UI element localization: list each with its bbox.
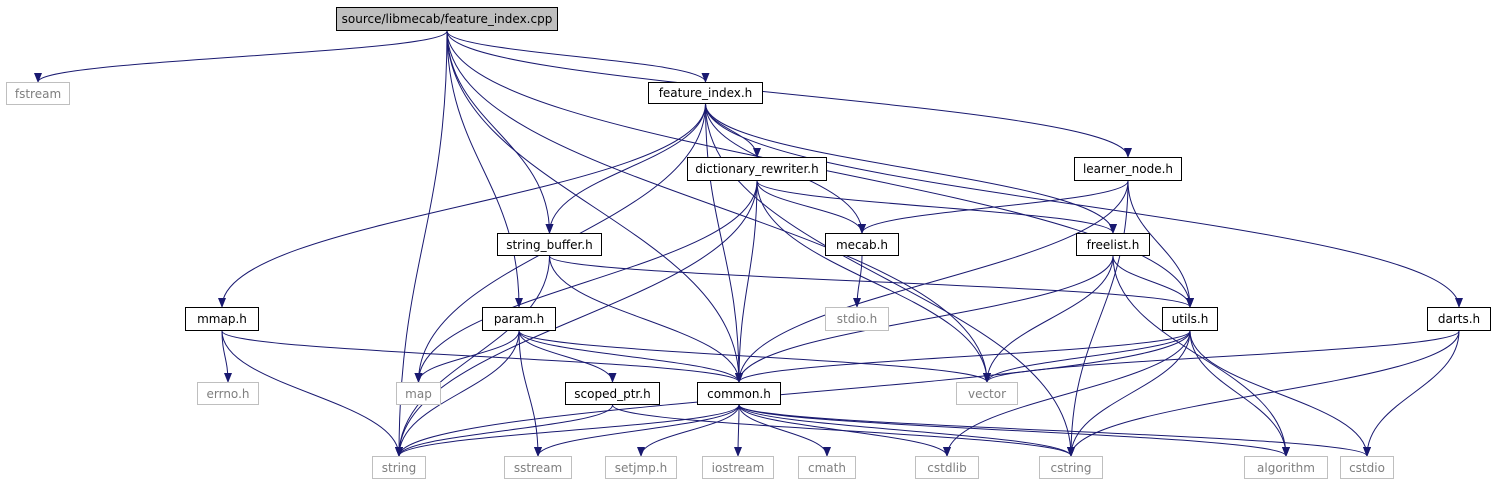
edge-root-to-common bbox=[446, 30, 743, 383]
edge-darts-to-cstdio bbox=[1363, 330, 1460, 457]
node-map: map bbox=[396, 382, 441, 405]
edge-root-to-string_buffer bbox=[446, 30, 554, 234]
edge-utils-to-common bbox=[735, 330, 1191, 383]
node-stdio-h: stdio.h bbox=[825, 307, 889, 331]
node-algorithm: algorithm bbox=[1244, 456, 1328, 479]
edge-param-to-string bbox=[395, 330, 520, 457]
edge-learner_node-to-cstring bbox=[1067, 180, 1129, 457]
edge-learner_node-to-mecab bbox=[858, 180, 1129, 234]
node-cstdio: cstdio bbox=[1340, 456, 1394, 479]
node-learner-node-h[interactable]: learner_node.h bbox=[1074, 157, 1182, 181]
edge-feature_index-to-string_buffer bbox=[545, 103, 706, 234]
node-darts-h[interactable]: darts.h bbox=[1427, 307, 1491, 331]
node-utils-h[interactable]: utils.h bbox=[1162, 307, 1218, 331]
edge-root-to-fstream bbox=[34, 30, 448, 83]
edge-common-to-cmath bbox=[738, 404, 831, 457]
edge-mecab-to-stdio_h bbox=[853, 255, 863, 308]
node-cstring: cstring bbox=[1039, 456, 1103, 479]
node-string-buffer-h[interactable]: string_buffer.h bbox=[497, 233, 602, 256]
edge-root-to-learner_node bbox=[446, 30, 1132, 158]
edge-utils-to-cstring bbox=[1067, 330, 1191, 457]
edge-root-to-param bbox=[446, 30, 523, 308]
edge-feature_index-to-freelist bbox=[705, 103, 1117, 234]
node-common-h[interactable]: common.h bbox=[697, 382, 781, 405]
edge-utils-to-string bbox=[395, 330, 1191, 457]
edge-utils-to-cstdio bbox=[1189, 330, 1371, 457]
node-fstream: fstream bbox=[6, 82, 70, 105]
edge-freelist-to-algorithm bbox=[1112, 255, 1290, 457]
edge-common-to-string bbox=[395, 404, 740, 457]
edge-param-to-map bbox=[414, 330, 520, 383]
edge-common-to-sstream bbox=[534, 404, 740, 457]
edge-dictionary_rewriter-to-freelist bbox=[756, 180, 1117, 234]
edge-string_buffer-to-utils bbox=[549, 255, 1194, 308]
edge-utils-to-algorithm bbox=[1189, 330, 1290, 457]
edge-dictionary_rewriter-to-common bbox=[735, 180, 758, 383]
edge-utils-to-cstdlib bbox=[943, 330, 1191, 457]
edge-freelist-to-vector bbox=[983, 255, 1114, 383]
edge-param-to-common bbox=[518, 330, 743, 383]
edge-learner_node-to-utils bbox=[1127, 180, 1194, 308]
edge-freelist-to-common bbox=[735, 255, 1114, 383]
node-iostream: iostream bbox=[702, 456, 774, 479]
node-feature-index-h[interactable]: feature_index.h bbox=[648, 82, 763, 104]
edge-root-to-vector bbox=[446, 30, 991, 383]
edge-dictionary_rewriter-to-map bbox=[414, 180, 758, 383]
edge-freelist-to-utils bbox=[1112, 255, 1194, 308]
node-cmath: cmath bbox=[798, 456, 856, 479]
edge-feature_index-to-darts bbox=[705, 103, 1463, 308]
node-mecab-h[interactable]: mecab.h bbox=[825, 233, 899, 256]
edge-string_buffer-to-common bbox=[549, 255, 743, 383]
edge-mmap-to-string bbox=[221, 330, 403, 457]
edge-mmap-to-common bbox=[221, 330, 743, 383]
edge-common-to-cstdio bbox=[738, 404, 1371, 457]
node-dictionary-rewriter-h[interactable]: dictionary_rewriter.h bbox=[687, 157, 827, 181]
edge-common-to-algorithm bbox=[738, 404, 1290, 457]
edge-dictionary_rewriter-to-string bbox=[395, 180, 758, 457]
edge-dictionary_rewriter-to-mecab bbox=[756, 180, 866, 234]
edge-root-to-feature_index bbox=[446, 30, 710, 83]
node-freelist-h[interactable]: freelist.h bbox=[1076, 233, 1150, 256]
edge-param-to-scoped_ptr bbox=[518, 330, 617, 383]
edge-scoped_ptr-to-string bbox=[395, 404, 613, 457]
edge-learner_node-to-common bbox=[735, 180, 1129, 383]
edge-darts-to-vector bbox=[983, 330, 1460, 383]
edge-common-to-setjmp bbox=[637, 404, 740, 457]
node-scoped-ptr-h[interactable]: scoped_ptr.h bbox=[565, 382, 660, 405]
edge-param-to-vector bbox=[518, 330, 991, 383]
node-setjmp-h: setjmp.h bbox=[605, 456, 677, 479]
node-vector: vector bbox=[956, 382, 1018, 405]
edge-common-to-cstring bbox=[738, 404, 1075, 457]
root-file-node: source/libmecab/feature_index.cpp bbox=[336, 7, 558, 31]
node-param-h[interactable]: param.h bbox=[482, 307, 556, 331]
node-string: string bbox=[372, 456, 426, 479]
edge-feature_index-to-mmap bbox=[218, 103, 706, 308]
node-cstdlib: cstdlib bbox=[915, 456, 979, 479]
node-sstream: sstream bbox=[504, 456, 572, 479]
node-errno-h: errno.h bbox=[197, 382, 259, 405]
node-mmap-h[interactable]: mmap.h bbox=[185, 307, 259, 331]
edge-feature_index-to-dictionary_rewriter bbox=[705, 103, 761, 158]
edge-common-to-iostream bbox=[734, 404, 743, 457]
edge-common-to-cstdlib bbox=[738, 404, 951, 457]
edge-param-to-sstream bbox=[518, 330, 542, 457]
